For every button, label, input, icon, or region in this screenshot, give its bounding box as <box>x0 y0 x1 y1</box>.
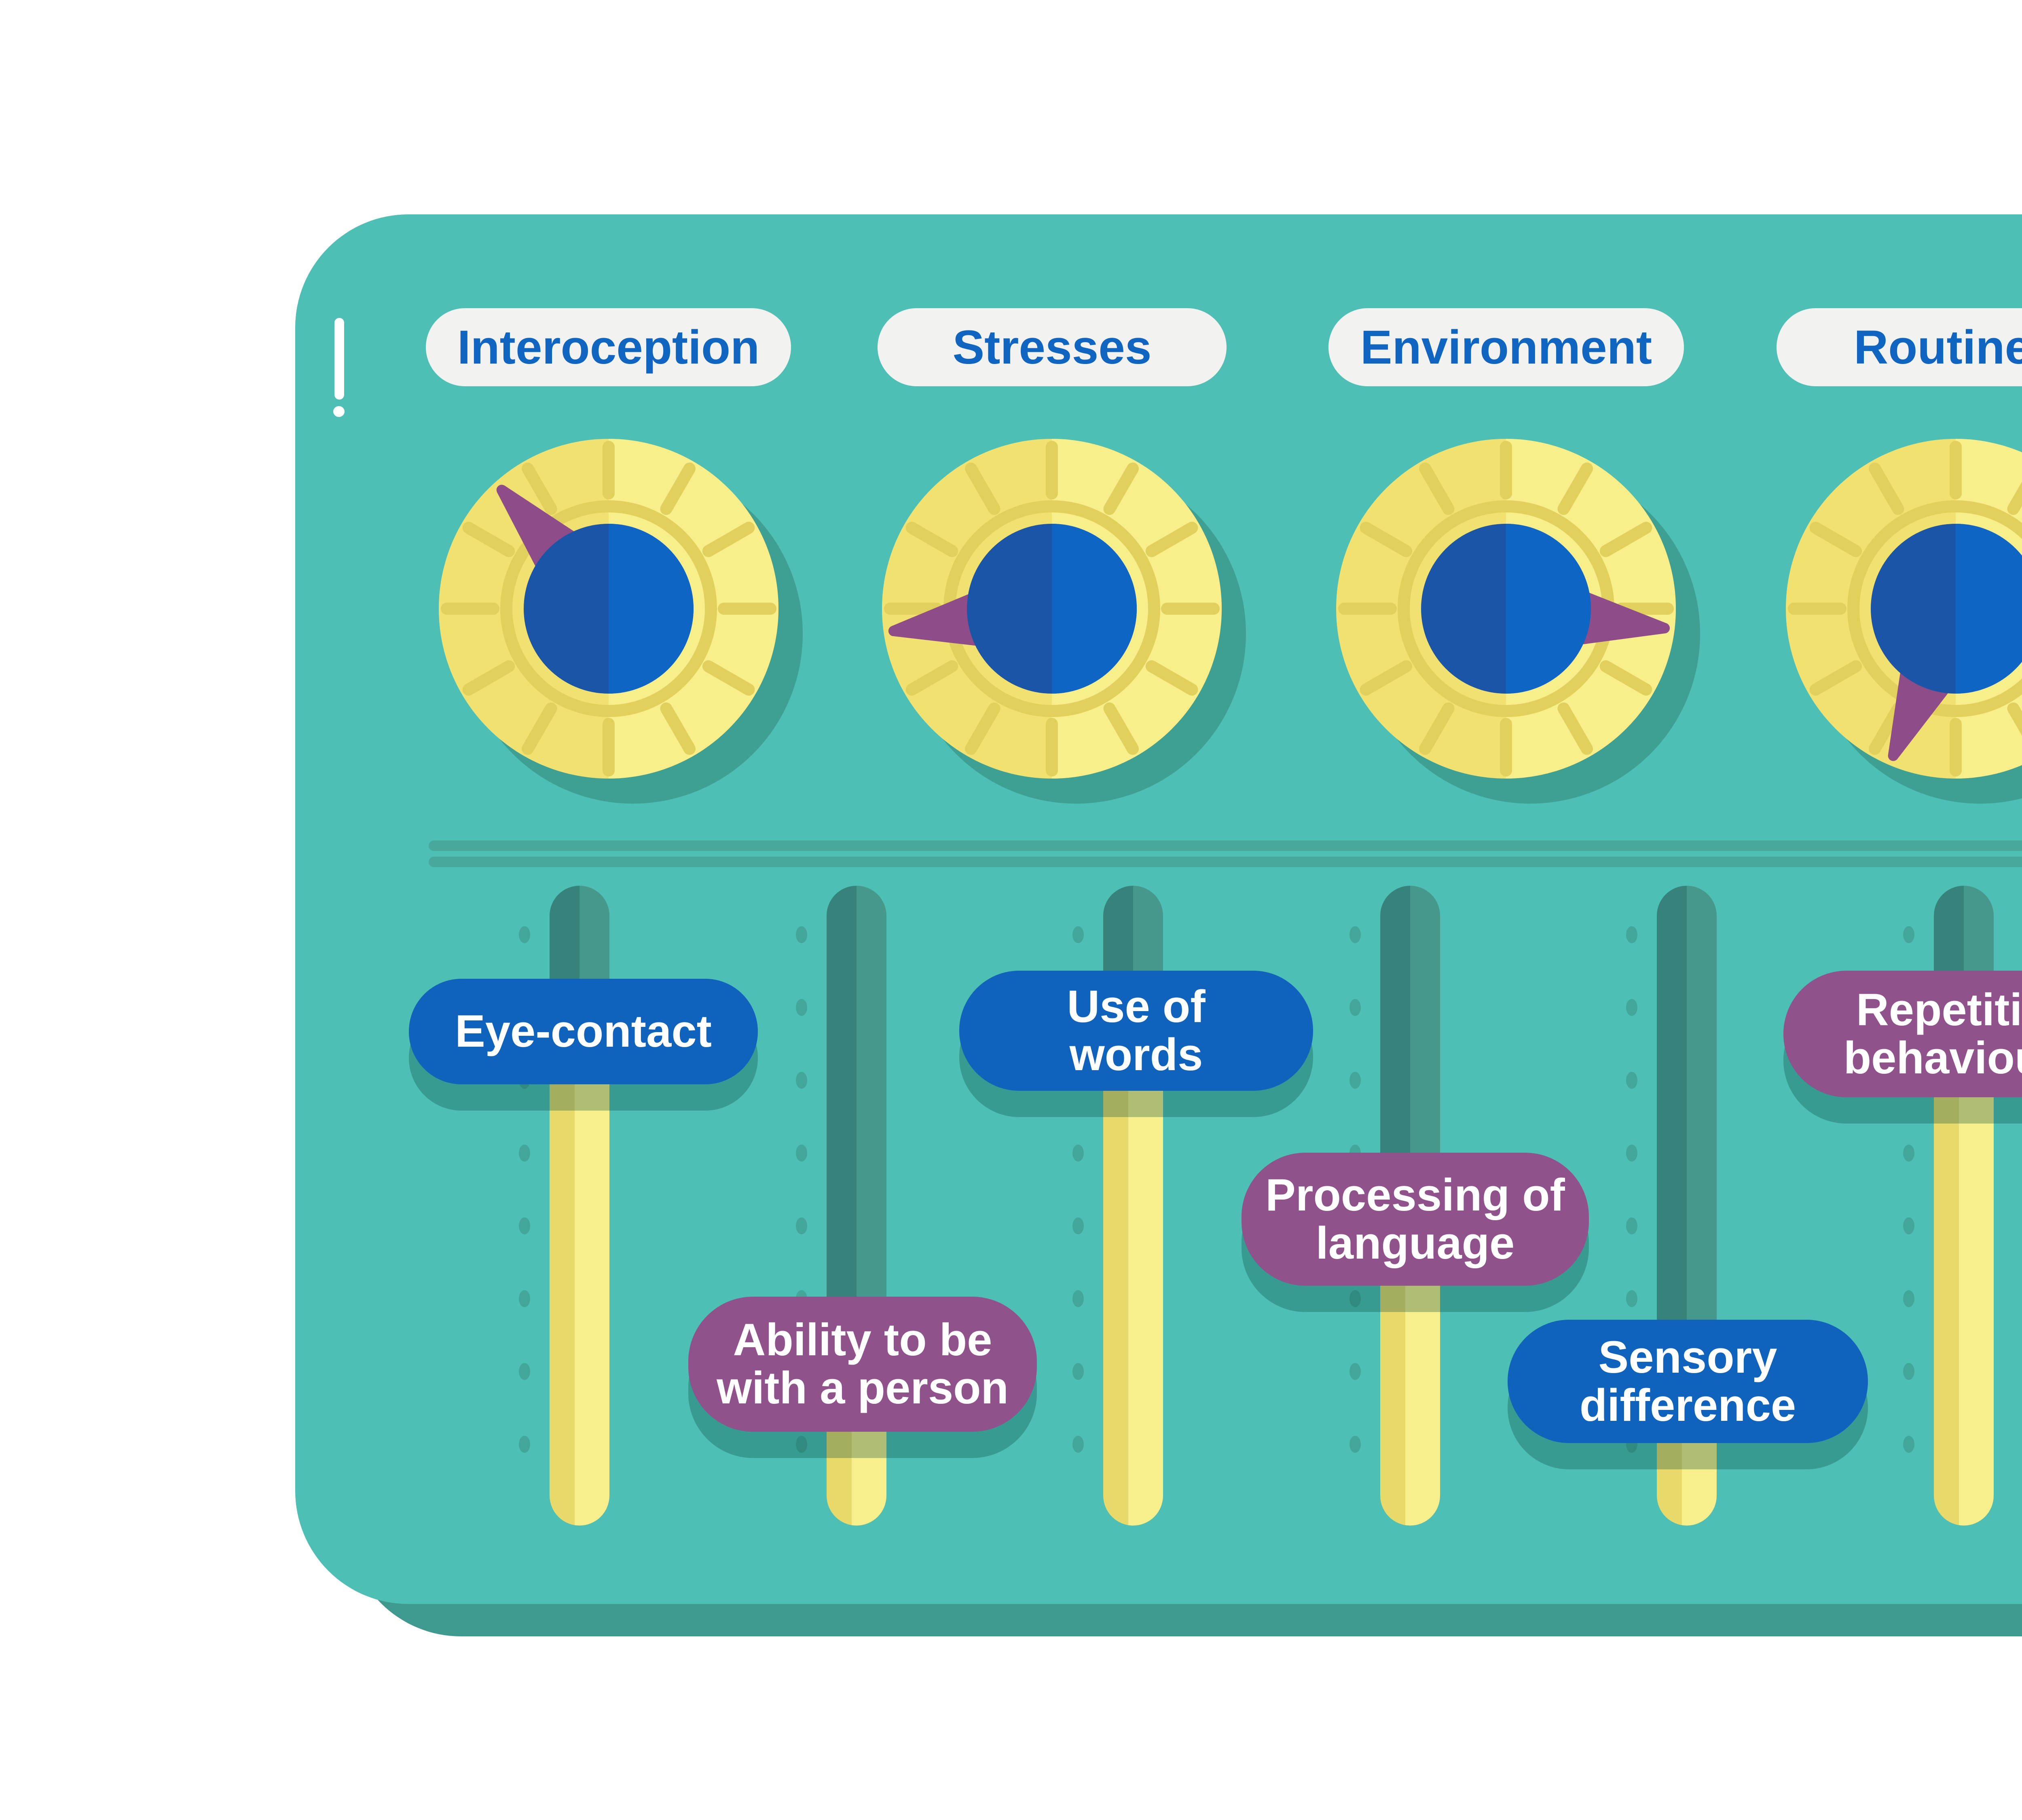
panel-dot <box>1072 1290 1084 1307</box>
panel-dot <box>796 1436 807 1453</box>
slider-fill-use-of-words <box>1103 1031 1163 1526</box>
dial-label-routines: Routines <box>1777 308 2022 386</box>
knob-center-highlight <box>1506 524 1591 694</box>
dial-label-text: Interoception <box>457 320 760 374</box>
panel-dot <box>1903 926 1914 943</box>
smile-mark <box>2002 1355 2022 1638</box>
panel-dot <box>796 1145 807 1162</box>
panel-dot <box>1349 1072 1361 1089</box>
panel-dot <box>796 1217 807 1234</box>
knob-center-highlight <box>609 524 694 694</box>
slider-handle-processing-of-language[interactable]: Processing of language <box>1242 1153 1589 1286</box>
panel-dot <box>1349 1436 1361 1453</box>
panel-dot <box>519 1145 530 1162</box>
slider-handle-label: Eye-contact <box>455 1006 712 1057</box>
panel-dot <box>1072 1363 1084 1380</box>
panel-dot <box>1072 1145 1084 1162</box>
knob-center-highlight <box>1052 524 1137 694</box>
knob-ring <box>500 500 717 717</box>
slider-handle-repetitive-behaviours[interactable]: Repetitive behaviours <box>1783 971 2022 1097</box>
panel-dot <box>796 999 807 1016</box>
panel-dot <box>1903 1436 1914 1453</box>
panel-dot <box>1349 999 1361 1016</box>
divider-line-top <box>429 840 2022 851</box>
panel-dot <box>519 926 530 943</box>
panel-dot <box>796 1072 807 1089</box>
panel-dot <box>1903 1145 1914 1162</box>
knob-center-highlight <box>1956 524 2022 694</box>
dial-label-text: Stresses <box>952 320 1152 374</box>
panel-dot <box>1349 1290 1361 1307</box>
dial-knob-routines[interactable] <box>1753 406 2022 811</box>
slider-handle-sensory-difference[interactable]: Sensory difference <box>1508 1320 1868 1443</box>
knob-ticks <box>1788 441 2022 777</box>
knob-ticks <box>441 441 776 777</box>
dial-label-text: Environment <box>1360 320 1652 374</box>
dial-label-environment: Environment <box>1328 308 1684 386</box>
panel-dot <box>796 926 807 943</box>
panel-dot <box>1903 1363 1914 1380</box>
panel-dot <box>1072 926 1084 943</box>
panel-dot <box>1626 1145 1637 1162</box>
knob-ticks <box>1338 441 1674 777</box>
knob-ticks <box>884 441 1220 777</box>
slider-fill-eye-contact <box>550 1031 609 1526</box>
divider-line-bottom <box>429 857 2022 867</box>
panel-dot <box>519 1217 530 1234</box>
slider-handle-label: Repetitive behaviours <box>1843 984 2022 1083</box>
dial-knob-interoception[interactable] <box>406 406 811 811</box>
panel-dot <box>519 1436 530 1453</box>
slider-handle-label: Ability to be with a person <box>717 1314 1009 1413</box>
slider-handle-label: Use of words <box>1067 981 1206 1080</box>
slider-handle-ability-to-be-with-a-person[interactable]: Ability to be with a person <box>688 1297 1037 1432</box>
panel-dot <box>1903 1290 1914 1307</box>
panel-dot <box>519 1290 530 1307</box>
panel-dot <box>1349 1363 1361 1380</box>
panel-dot <box>1903 1217 1914 1234</box>
dial-label-interoception: Interoception <box>426 308 791 386</box>
slider-handle-label: Processing of language <box>1265 1169 1565 1268</box>
exclamation-mark-dot <box>333 406 345 417</box>
knob-ring <box>1847 500 2022 717</box>
slider-fill-repetitive-behaviours <box>1934 1034 1994 1526</box>
dial-label-stresses: Stresses <box>878 308 1227 386</box>
dial-label-text: Routines <box>1854 320 2022 374</box>
panel-dot <box>1626 1072 1637 1089</box>
slider-handle-use-of-words[interactable]: Use of words <box>959 971 1313 1091</box>
panel-dot <box>1626 999 1637 1016</box>
exclamation-mark-bar <box>334 318 344 400</box>
panel-dot <box>1349 926 1361 943</box>
panel-dot <box>1072 1436 1084 1453</box>
slider-handle-label: Sensory difference <box>1579 1331 1796 1431</box>
dial-knob-environment[interactable] <box>1304 406 1708 811</box>
panel-dot <box>1626 1217 1637 1234</box>
dial-knob-stresses[interactable] <box>850 406 1254 811</box>
panel-dot <box>1626 1290 1637 1307</box>
slider-handle-eye-contact[interactable]: Eye-contact <box>409 979 758 1084</box>
panel-dot <box>1626 926 1637 943</box>
panel-dot <box>519 1363 530 1380</box>
panel-dot <box>1072 1217 1084 1234</box>
